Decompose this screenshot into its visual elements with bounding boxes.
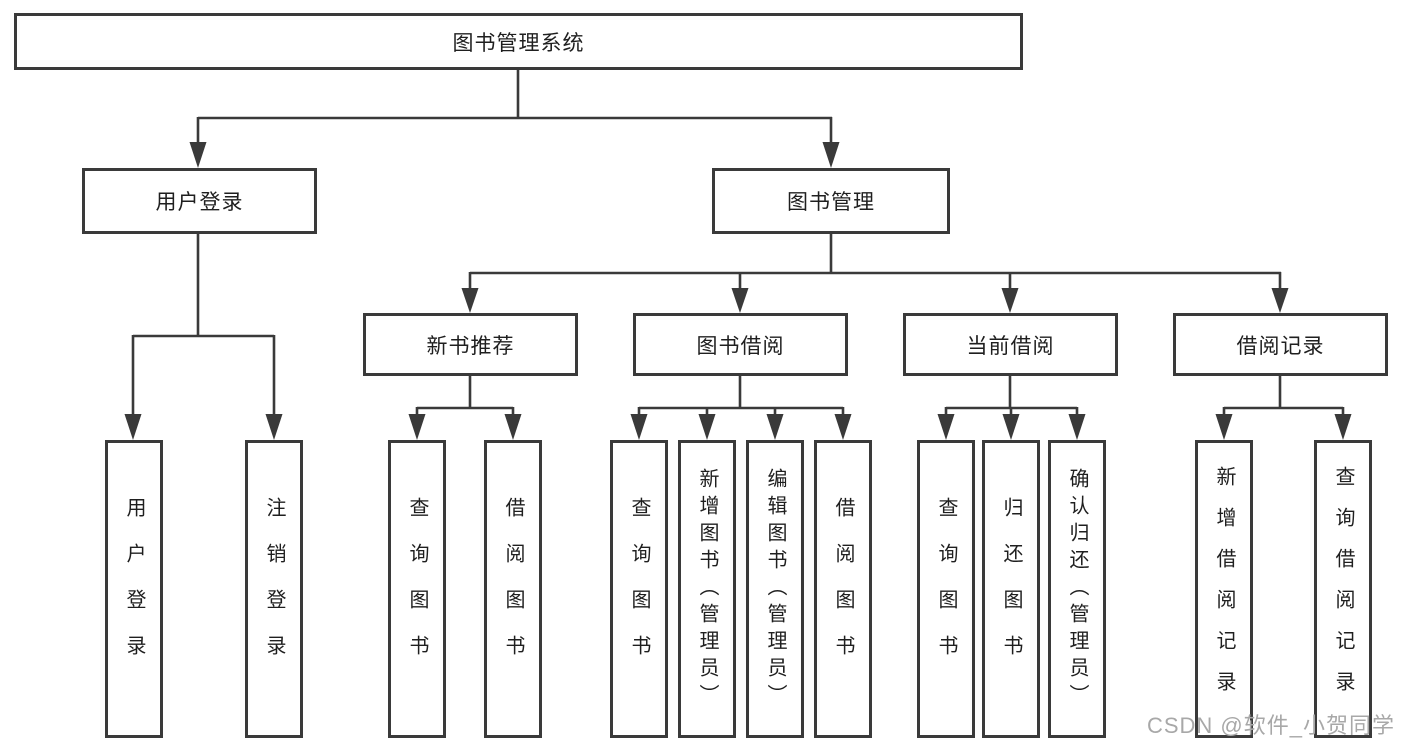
leaf-recommend-borrow-book: 借阅图书 bbox=[484, 440, 542, 738]
leaf-recommend-borrow-book-label: 借阅图书 bbox=[502, 497, 524, 681]
node-book-management: 图书管理 bbox=[712, 168, 950, 234]
node-book-borrow-label: 图书借阅 bbox=[696, 334, 785, 358]
leaf-user-login: 用户登录 bbox=[105, 440, 163, 738]
node-borrow-records: 借阅记录 bbox=[1173, 313, 1388, 376]
leaf-confirm-return-admin-label: 确认归还（管理员） bbox=[1066, 467, 1088, 711]
leaf-edit-book-admin-label: 编辑图书（管理员） bbox=[764, 467, 786, 711]
node-root-system: 图书管理系统 bbox=[14, 13, 1023, 70]
branch-book-borrow bbox=[630, 375, 852, 440]
leaf-recommend-search-book: 查询图书 bbox=[388, 440, 446, 738]
node-book-borrow: 图书借阅 bbox=[633, 313, 848, 376]
leaf-current-search-book-label: 查询图书 bbox=[935, 497, 957, 681]
node-book-management-label: 图书管理 bbox=[787, 191, 875, 214]
leaf-add-book-admin: 新增图书（管理员） bbox=[678, 440, 736, 738]
leaf-borrow-book-label: 借阅图书 bbox=[832, 497, 854, 681]
leaf-add-borrow-record-label: 新增借阅记录 bbox=[1213, 466, 1235, 712]
leaf-current-search-book: 查询图书 bbox=[917, 440, 975, 738]
node-user-login-label: 用户登录 bbox=[155, 191, 244, 214]
branch-user-login bbox=[124, 233, 283, 440]
leaf-logout-login: 注销登录 bbox=[245, 440, 303, 738]
node-root-label: 图书管理系统 bbox=[452, 31, 585, 55]
leaf-search-borrow-record: 查询借阅记录 bbox=[1314, 440, 1372, 738]
branch-new-book-recommend bbox=[408, 375, 522, 440]
branch-current-borrow bbox=[937, 375, 1086, 440]
node-user-login: 用户登录 bbox=[82, 168, 317, 234]
leaf-edit-book-admin: 编辑图书（管理员） bbox=[746, 440, 804, 738]
node-new-book-recommend: 新书推荐 bbox=[363, 313, 578, 376]
leaf-return-book-label: 归还图书 bbox=[1000, 497, 1022, 681]
leaf-borrow-search-book-label: 查询图书 bbox=[628, 497, 650, 681]
branch-root bbox=[189, 69, 840, 168]
node-current-borrow: 当前借阅 bbox=[903, 313, 1118, 376]
leaf-add-book-admin-label: 新增图书（管理员） bbox=[696, 467, 718, 711]
node-borrow-records-label: 借阅记录 bbox=[1236, 334, 1325, 358]
node-current-borrow-label: 当前借阅 bbox=[966, 334, 1055, 358]
leaf-borrow-book: 借阅图书 bbox=[814, 440, 872, 738]
leaf-add-borrow-record: 新增借阅记录 bbox=[1195, 440, 1253, 738]
branch-book-management bbox=[461, 233, 1289, 313]
leaf-logout-login-label: 注销登录 bbox=[263, 497, 285, 681]
leaf-recommend-search-book-label: 查询图书 bbox=[406, 497, 428, 681]
branch-borrow-records bbox=[1215, 375, 1352, 440]
node-new-book-recommend-label: 新书推荐 bbox=[426, 334, 515, 358]
leaf-borrow-search-book: 查询图书 bbox=[610, 440, 668, 738]
csdn-watermark: CSDN @软件_小贺同学 bbox=[1146, 713, 1395, 738]
leaf-confirm-return-admin: 确认归还（管理员） bbox=[1048, 440, 1106, 738]
leaf-return-book: 归还图书 bbox=[982, 440, 1040, 738]
leaf-user-login-label: 用户登录 bbox=[123, 497, 145, 681]
leaf-search-borrow-record-label: 查询借阅记录 bbox=[1332, 466, 1354, 712]
